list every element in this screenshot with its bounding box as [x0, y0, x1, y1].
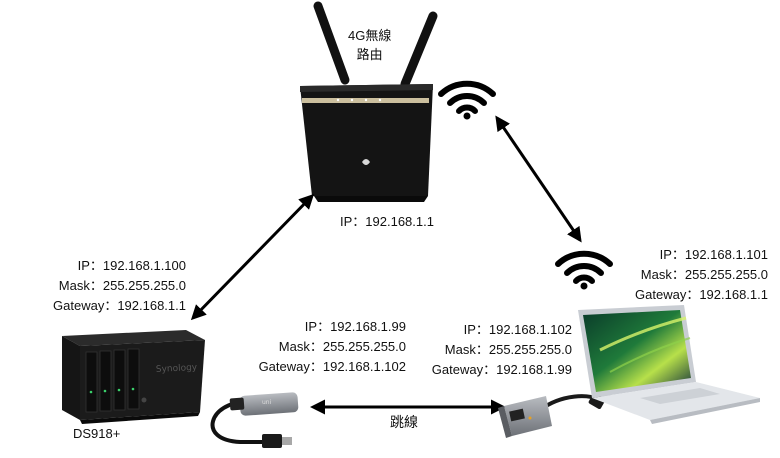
- laptop-mask: Mask：255.255.255.0: [640, 267, 768, 282]
- arrow-router-laptop: [495, 115, 582, 243]
- router-logo: [362, 159, 370, 165]
- svg-text:Synology: Synology: [156, 363, 198, 375]
- nas-ip: IP：192.168.1.100: [77, 258, 186, 273]
- nas-network-info: IP：192.168.1.100 Mask：255.255.255.0 Gate…: [20, 256, 186, 316]
- svg-text:uni: uni: [262, 399, 272, 406]
- wifi-icon: [438, 80, 496, 120]
- adapter-left-network-info: IP：192.168.1.99 Mask：255.255.255.0 Gatew…: [200, 317, 406, 377]
- adapter-left-ip: IP：192.168.1.99: [304, 319, 406, 334]
- adapter-right-gateway: Gateway：192.168.1.99: [431, 362, 572, 377]
- adapter-right-mask: Mask：255.255.255.0: [444, 342, 572, 357]
- router-title-line2: 路由: [356, 47, 383, 62]
- nas-image: Synology: [62, 330, 205, 424]
- router-ip-label: IP：192.168.1.1: [340, 214, 434, 229]
- laptop-image: [578, 305, 760, 424]
- adapter-left-gateway: Gateway：192.168.1.102: [258, 359, 406, 374]
- adapter-left-mask: Mask：255.255.255.0: [278, 339, 406, 354]
- router-title-line1: 4G無線: [348, 28, 392, 43]
- router-title: 4G無線 路由: [348, 26, 391, 64]
- usb-ethernet-adapter-image: uni: [210, 392, 299, 448]
- wifi-icon: [555, 250, 613, 290]
- router-image: [300, 1, 438, 202]
- nas-model-label: DS918+: [73, 426, 121, 441]
- nas-gateway: Gateway：192.168.1.1: [53, 298, 186, 313]
- cable-label: 跳線: [390, 414, 418, 430]
- adapter-right-network-info: IP：192.168.1.102 Mask：255.255.255.0 Gate…: [400, 320, 572, 380]
- laptop-network-info: IP：192.168.1.101 Mask：255.255.255.0 Gate…: [590, 245, 768, 305]
- laptop-ip: IP：192.168.1.101: [659, 247, 768, 262]
- adapter-right-ip: IP：192.168.1.102: [463, 322, 572, 337]
- nas-mask: Mask：255.255.255.0: [58, 278, 186, 293]
- laptop-gateway: Gateway：192.168.1.1: [635, 287, 768, 302]
- arrow-nas-router: [190, 193, 315, 321]
